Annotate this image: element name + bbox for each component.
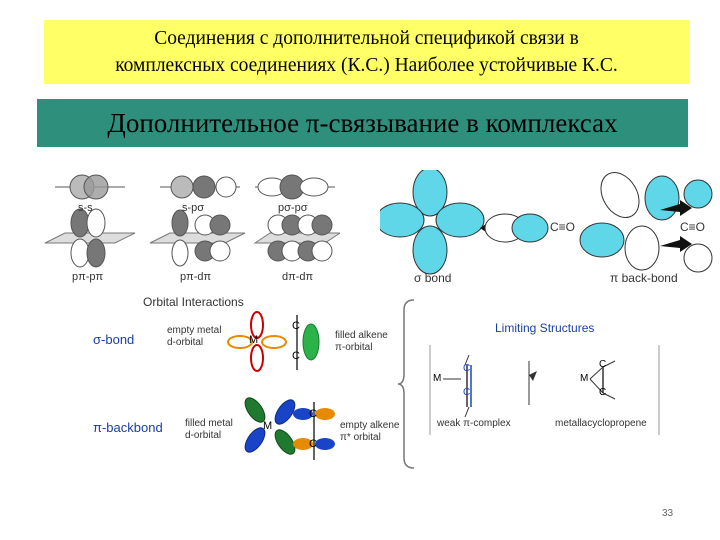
sigma-carbon-bottom: C <box>292 350 300 362</box>
limiting-structures-heading: Limiting Structures <box>495 321 595 335</box>
pi-carbon-bottom: C <box>309 438 317 450</box>
orbital-label-p-pi-p-pi: pπ-pπ <box>72 271 104 283</box>
pi-carbon-top: C <box>309 408 317 420</box>
orbital-label-s-s: s-s <box>78 202 93 214</box>
orbital-overlap-grid: s-s s-pσ pσ-pσ pπ-pπ pπ-dπ dπ-dπ <box>40 165 342 290</box>
bracket-divider <box>398 299 415 469</box>
pi-metal-caption: filled metal d-orbital <box>185 418 233 441</box>
section-banner: Дополнительное π-связывание в комплексах <box>37 99 688 147</box>
sigma-alkene-caption: filled alkene π-orbital <box>335 330 388 353</box>
limiting-structures-panel: Limiting Structures M C C M C C weak π-c… <box>425 315 665 440</box>
limiting-carbon-top-left: C <box>463 363 471 374</box>
weak-pi-complex-caption: weak π-complex <box>437 418 511 429</box>
metallacyclopropene-caption: metallacyclopropene <box>555 418 647 429</box>
pi-alkene-caption: empty alkene π* orbital <box>340 420 400 443</box>
orbital-interactions-heading: Orbital Interactions <box>143 295 244 309</box>
slide-title: Соединения с дополнительной спецификой с… <box>44 20 689 84</box>
orbital-label-s-p-sigma: s-pσ <box>182 202 205 214</box>
orbital-label-p-sigma-p-sigma: pσ-pσ <box>278 202 308 214</box>
orbital-label-p-pi-d-pi: pπ-dπ <box>180 271 212 283</box>
pi-back-bond-label: π back-bond <box>610 271 678 285</box>
ligand-co-left: C≡O <box>550 220 576 234</box>
pi-metal-symbol: M <box>263 420 273 432</box>
limiting-carbon-bottom-right: C <box>599 387 607 398</box>
page-number: 33 <box>662 508 674 519</box>
limiting-carbon-top-right: C <box>599 359 607 370</box>
sigma-bond-label: σ bond <box>414 271 452 285</box>
sigma-carbon-top: C <box>292 320 300 332</box>
orbital-interactions-diagram <box>227 311 335 460</box>
title-line-1: Соединения с дополнительной спецификой с… <box>154 28 579 49</box>
title-line-2: комплексных соединениях (К.С.) Наиболее … <box>115 55 618 76</box>
limiting-metal-left: M <box>433 373 442 384</box>
orbital-label-d-pi-d-pi: dπ-dπ <box>282 271 314 283</box>
ligand-co-right: C≡O <box>680 220 706 234</box>
limiting-metal-right: M <box>580 373 589 384</box>
orbital-overlap-diagram <box>44 174 342 268</box>
bonding-figure: C≡O C≡O σ bond π back-bond <box>375 167 720 290</box>
pi-backbond-row-label: π-backbond <box>93 420 163 435</box>
limiting-structures-diagram <box>429 345 660 435</box>
sigma-metal-symbol: M <box>249 334 259 346</box>
limiting-carbon-bottom-left: C <box>463 387 471 398</box>
orbital-interactions-panel: Orbital Interactions σ-bond empty metal … <box>85 290 425 475</box>
sigma-pi-diagram <box>375 167 713 275</box>
sigma-metal-caption: empty metal d-orbital <box>167 325 222 348</box>
sigma-bond-row-label: σ-bond <box>93 332 135 347</box>
